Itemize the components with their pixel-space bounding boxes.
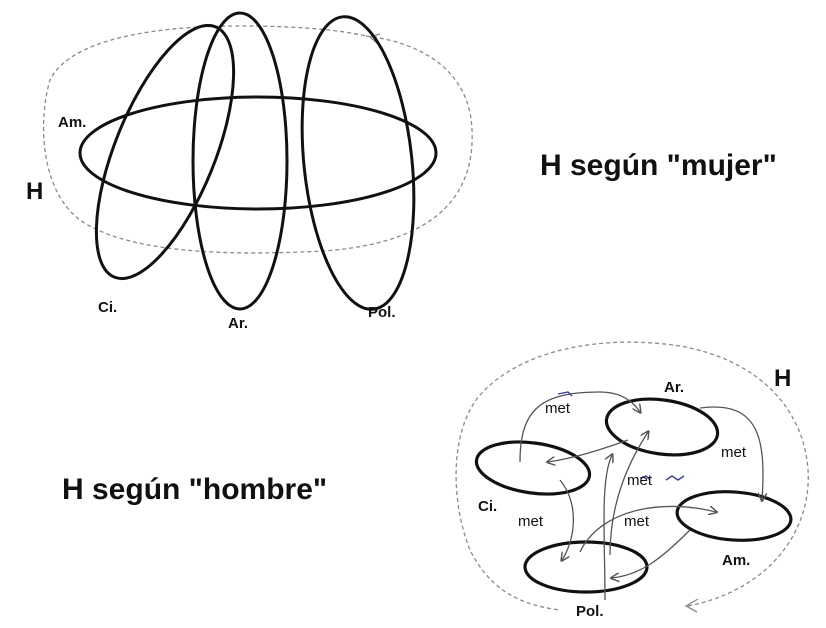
ellipse-amor-bottom <box>675 490 793 542</box>
ellipse-politica <box>300 15 416 311</box>
top-outer-arrowhead <box>368 33 381 45</box>
arrow-ciencia-to-politica <box>559 479 575 560</box>
ellipse-politica-bottom <box>523 540 649 594</box>
title-mujer: H según "mujer" <box>540 149 777 182</box>
scribble-marks <box>557 391 685 481</box>
label-ciencia-top: Ci. <box>98 299 117 316</box>
ellipse-amor <box>78 95 438 211</box>
title-hombre: H según "hombre" <box>62 473 327 506</box>
label-arte-top: Ar. <box>228 315 248 332</box>
connector-arrows <box>519 391 763 601</box>
label-politica-top: Pol. <box>368 304 396 321</box>
bottom-outer-boundary <box>455 341 809 611</box>
top-diagram: Am. Ci. Ar. Pol. H <box>26 11 473 332</box>
met-label: met <box>627 472 653 489</box>
met-label: met <box>721 444 747 461</box>
arrow-politica-upward <box>603 455 612 601</box>
label-politica-bottom: Pol. <box>576 603 604 620</box>
met-label: met <box>518 513 544 530</box>
arrow-arte-to-amor <box>699 406 763 500</box>
bottom-diagram: Ar. Ci. Am. Pol. met met met met met H <box>455 341 809 620</box>
scribble-mark <box>557 391 573 397</box>
label-amor-top: Am. <box>58 114 86 131</box>
ellipse-ciencia-bottom <box>474 440 592 496</box>
ellipse-ciencia <box>94 23 236 281</box>
ellipse-arte <box>191 11 289 311</box>
bottom-outer-label: H <box>774 365 791 392</box>
arrow-politica-to-amor <box>579 506 716 553</box>
label-ciencia-bottom: Ci. <box>478 498 497 515</box>
arrow-politica-to-arte <box>609 432 648 556</box>
label-arte-bottom: Ar. <box>664 379 684 396</box>
met-label: met <box>545 400 571 417</box>
top-outer-boundary <box>42 25 473 254</box>
label-amor-bottom: Am. <box>722 552 750 569</box>
scribble-mark <box>665 475 685 481</box>
ellipse-arte-bottom <box>604 397 720 457</box>
bottom-outer-arrowhead <box>684 598 699 613</box>
arrow-amor-to-politica <box>612 529 691 578</box>
arrow-ciencia-to-arte <box>519 391 640 463</box>
scribble-mark <box>639 475 651 481</box>
arrow-arte-to-ciencia <box>548 439 629 462</box>
met-label: met <box>624 513 650 530</box>
top-outer-label: H <box>26 178 43 205</box>
